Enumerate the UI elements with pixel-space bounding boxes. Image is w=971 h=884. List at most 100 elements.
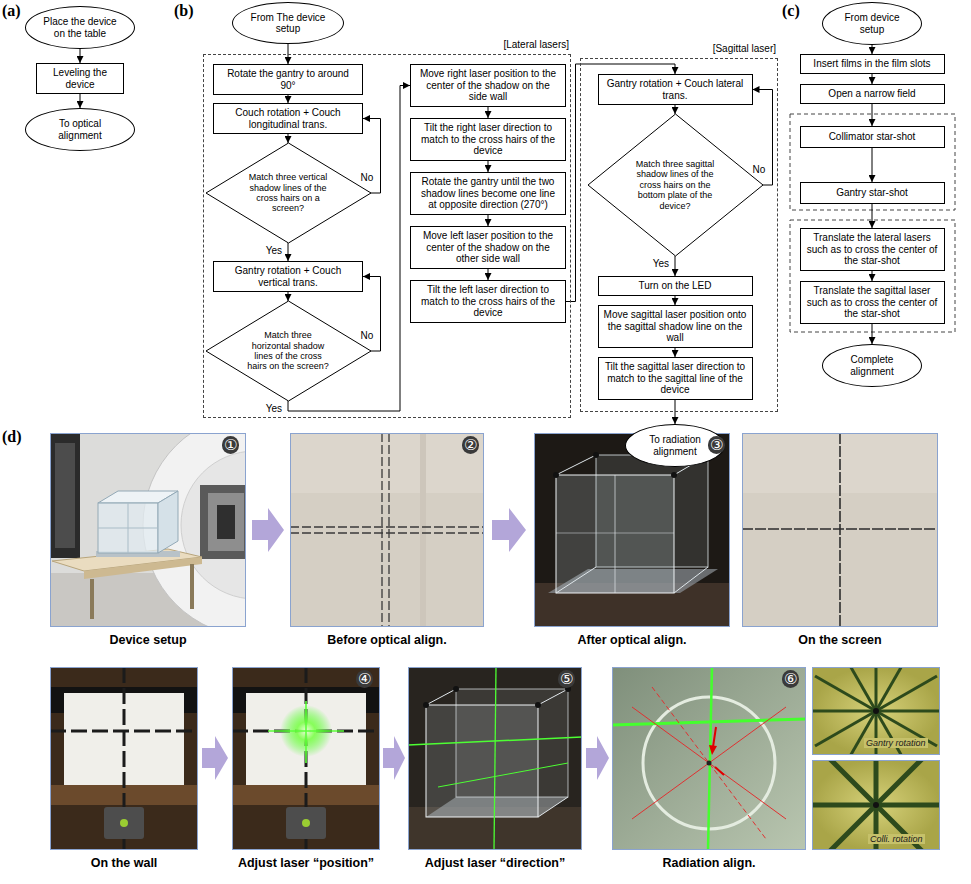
node-text: Leveling the device — [42, 67, 118, 90]
screen-before-photo — [290, 532, 484, 533]
branch-label: Yes — [265, 245, 283, 257]
radiation-film-photo — [707, 761, 712, 766]
wall-shadow-photo — [104, 807, 144, 839]
node-text: Move left laser position to the center o… — [416, 230, 560, 265]
radiation-film-photo — [632, 707, 786, 819]
flow-arrow — [872, 324, 873, 344]
step-arrows — [252, 508, 284, 552]
screen-before-photo — [290, 433, 484, 627]
flow-arrow — [872, 104, 873, 126]
node-text: Open a narrow field — [828, 88, 915, 100]
callout-number: ⑤ — [558, 670, 575, 688]
radiation-film-photo — [612, 719, 806, 725]
node-text: Match three vertical shadow lines of the… — [246, 172, 330, 213]
node-text: To radiation alignment — [637, 434, 713, 457]
wall-shadow-photo — [50, 667, 198, 850]
laser-direction-photo — [423, 702, 429, 708]
laser-position-photo — [286, 807, 326, 839]
terminal-oval: Place the device on the table — [25, 6, 135, 49]
device-aligned-photo — [556, 567, 596, 593]
dashed-group: [Sagittal laser]Gantry rotation + Couch … — [580, 58, 778, 412]
laser-position-photo — [232, 667, 380, 850]
flow-arrow — [80, 94, 81, 108]
process-box: Open a narrow field — [800, 84, 945, 104]
node-text: Gantry rotation + Couch vertical trans. — [219, 265, 357, 288]
node-text: From device setup — [834, 12, 910, 35]
flow-arrow — [80, 49, 81, 63]
screen-after-photo — [742, 433, 938, 627]
device-aligned-photo — [674, 567, 708, 593]
panel-letter: (b) — [174, 2, 194, 20]
process-box: Tilt the right laser direction to match … — [410, 118, 566, 161]
device-setup-photo — [98, 528, 158, 529]
gantry-starshot-film — [812, 667, 940, 755]
node-text: Rotate the gantry until the two shadow l… — [416, 176, 560, 211]
star-shot-lines — [826, 755, 926, 855]
device-setup-photo — [200, 485, 252, 559]
device-setup-photo — [50, 433, 80, 558]
radiation-film-photo — [612, 667, 806, 850]
laser-position-photo — [232, 667, 380, 850]
process-box: Move sagittal laser position onto the sa… — [598, 305, 753, 348]
device-setup-photo — [158, 491, 178, 553]
process-box: Gantry rotation + Couch lateral trans. — [598, 74, 753, 105]
laser-position-photo — [246, 693, 366, 785]
process-box: Insert films in the film slots — [800, 54, 945, 74]
diamond-outline — [206, 301, 371, 401]
group-heading: [Lateral lasers] — [503, 39, 569, 51]
star-shot-lines — [812, 750, 940, 860]
photo-caption: On the screen — [740, 633, 940, 647]
terminal-oval: From The device setup — [232, 2, 344, 44]
collimator-starshot-film — [812, 750, 940, 860]
decision-diamond: Match three horizontal shadow lines of t… — [206, 301, 371, 401]
screen-before-photo — [381, 433, 382, 627]
process-box: Tilt the sagittal laser direction to mat… — [598, 357, 753, 400]
diamond-outline — [206, 143, 371, 243]
device-aligned-photo — [593, 452, 599, 458]
flow-arrow — [753, 90, 773, 186]
node-text: Match three horizontal shadow lines of t… — [246, 330, 330, 371]
process-box: Turn on the LED — [598, 276, 753, 296]
collimator-starshot-film — [812, 760, 940, 850]
process-box: Rotate the gantry until the two shadow l… — [410, 172, 566, 215]
process-box: Translate the sagittal laser such as to … — [800, 281, 945, 324]
branch-label: No — [360, 330, 375, 342]
radiation-film-photo — [612, 667, 806, 850]
device-setup-photo — [55, 443, 75, 548]
process-box: Move right laser position to the center … — [410, 64, 566, 107]
diamond-outline — [588, 114, 763, 256]
node-text: Translate the lateral lasers such as to … — [806, 232, 939, 267]
node-text: To optical alignment — [38, 118, 122, 141]
star-shot-lines — [841, 650, 911, 772]
callout-number: ④ — [356, 670, 373, 688]
step-arrows — [202, 508, 609, 780]
node-text: Translate the sagittal laser such as to … — [806, 285, 939, 320]
node-text: Match three sagittal shadow lines of the… — [625, 159, 725, 211]
process-box: Leveling the device — [36, 63, 124, 94]
photo-caption: Device setup — [48, 633, 248, 647]
flow-arrow — [288, 95, 289, 103]
callout-number: ⑥ — [782, 670, 799, 688]
flow-arrow — [872, 204, 873, 228]
inset-label: Colli. rotation — [868, 834, 925, 844]
photo-caption: Before optical align. — [287, 633, 487, 647]
node-text: Gantry rotation + Couch lateral trans. — [604, 78, 747, 101]
radiation-film-photo — [715, 767, 724, 775]
laser-direction-photo — [408, 667, 582, 850]
node-text: Turn on the LED — [638, 280, 711, 292]
flow-arrow — [488, 269, 489, 280]
node-text: Move right laser position to the center … — [416, 68, 560, 103]
laser-position-photo — [232, 667, 380, 850]
radiation-film-photo — [632, 707, 786, 819]
flow-arrows — [80, 44, 872, 424]
photo-caption: Adjust laser “direction” — [395, 856, 595, 870]
device-aligned-photo — [556, 475, 674, 593]
node-text: From The device setup — [246, 12, 331, 35]
photo-caption: Radiation align. — [609, 856, 809, 870]
flow-arrow — [675, 400, 676, 424]
laser-direction-photo — [538, 689, 568, 705]
photo-caption: After optical align. — [532, 633, 732, 647]
flow-arrow — [488, 107, 489, 118]
laser-position-photo — [305, 701, 307, 763]
group-heading: [Sagittal laser] — [713, 43, 776, 55]
